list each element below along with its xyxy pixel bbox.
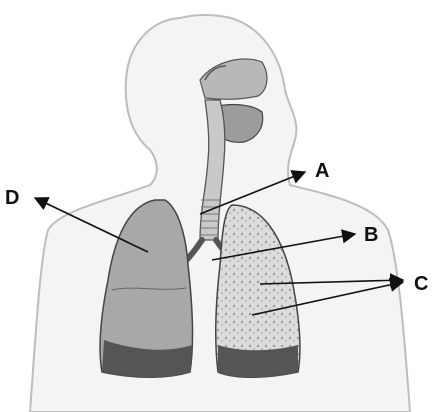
label-d: D	[5, 187, 19, 209]
label-b: B	[364, 224, 378, 246]
label-a: A	[315, 160, 329, 182]
label-c: C	[414, 273, 428, 295]
